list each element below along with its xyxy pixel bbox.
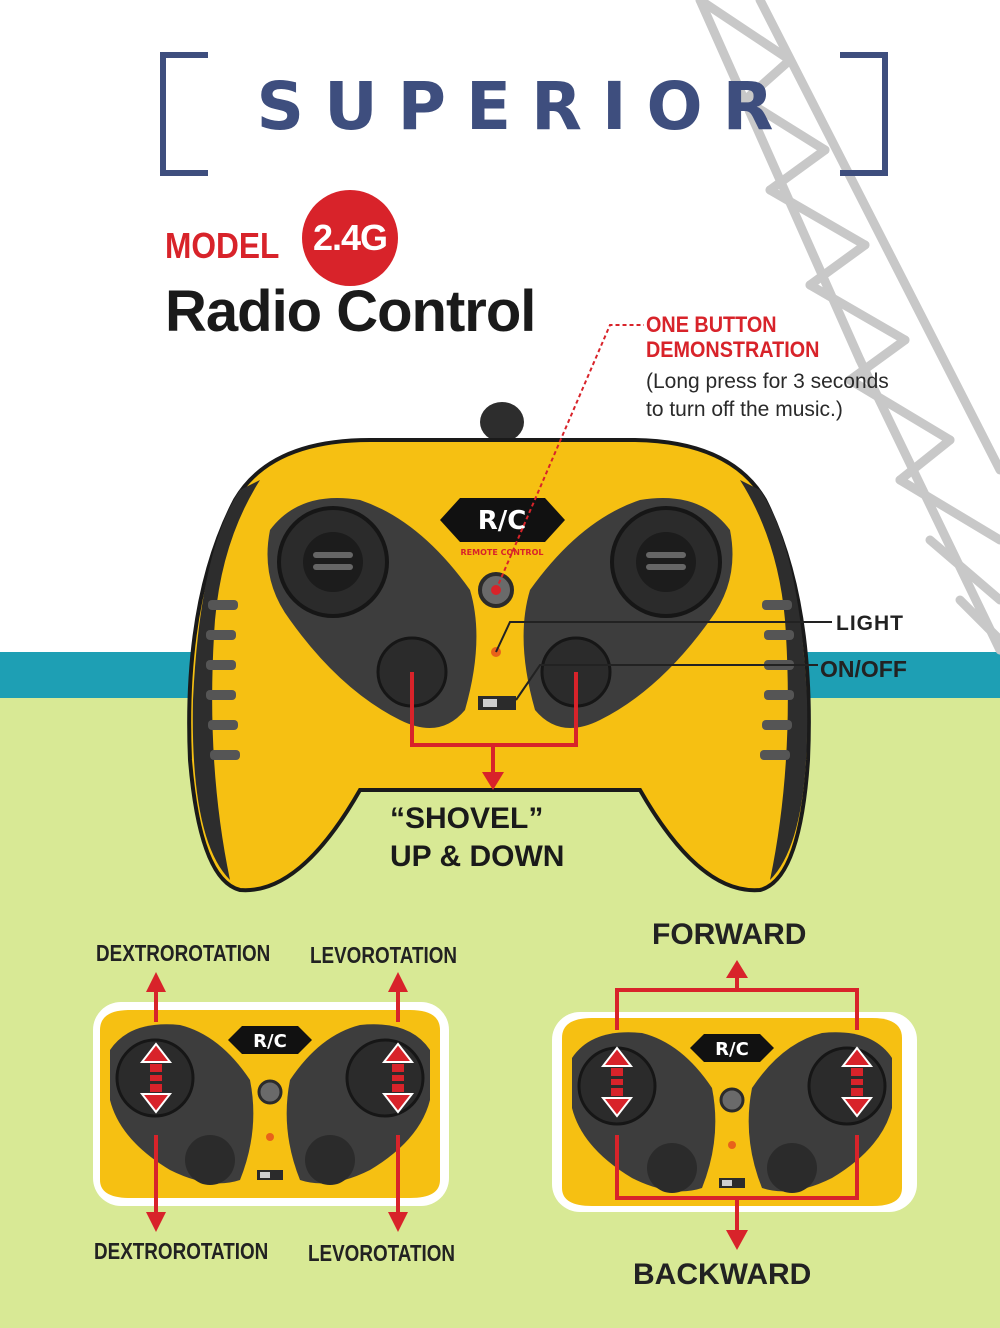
label-backward: BACKWARD — [633, 1258, 812, 1291]
light-label: LIGHT — [836, 612, 904, 635]
model-label: MODEL — [165, 225, 280, 266]
page-title: SUPERIOR — [256, 68, 794, 145]
crane-lattice-decoration — [695, 0, 1000, 655]
label-forward: FORWARD — [652, 918, 807, 951]
label-dextrorotation-top: DEXTROROTATION — [96, 940, 271, 966]
label-levorotation-bottom: LEVOROTATION — [308, 1240, 456, 1266]
label-levorotation-top: LEVOROTATION — [310, 942, 458, 968]
demo-callout-title: ONE BUTTON DEMONSTRATION — [646, 312, 820, 362]
rc-logo-subtitle: REMOTE CONTROL — [461, 548, 544, 557]
title-bracket-right — [840, 52, 888, 176]
frequency-badge: 2.4G — [302, 190, 398, 286]
label-dextrorotation-bottom: DEXTROROTATION — [94, 1238, 269, 1264]
shovel-label: “SHOVEL” UP & DOWN — [390, 802, 565, 873]
title-bracket-left — [160, 52, 208, 176]
onoff-label: ON/OFF — [820, 656, 907, 682]
demo-callout-note: (Long press for 3 seconds to turn off th… — [646, 370, 889, 421]
product-subtitle: Radio Control — [165, 279, 536, 344]
rc-logo-text: R/C — [478, 506, 527, 536]
